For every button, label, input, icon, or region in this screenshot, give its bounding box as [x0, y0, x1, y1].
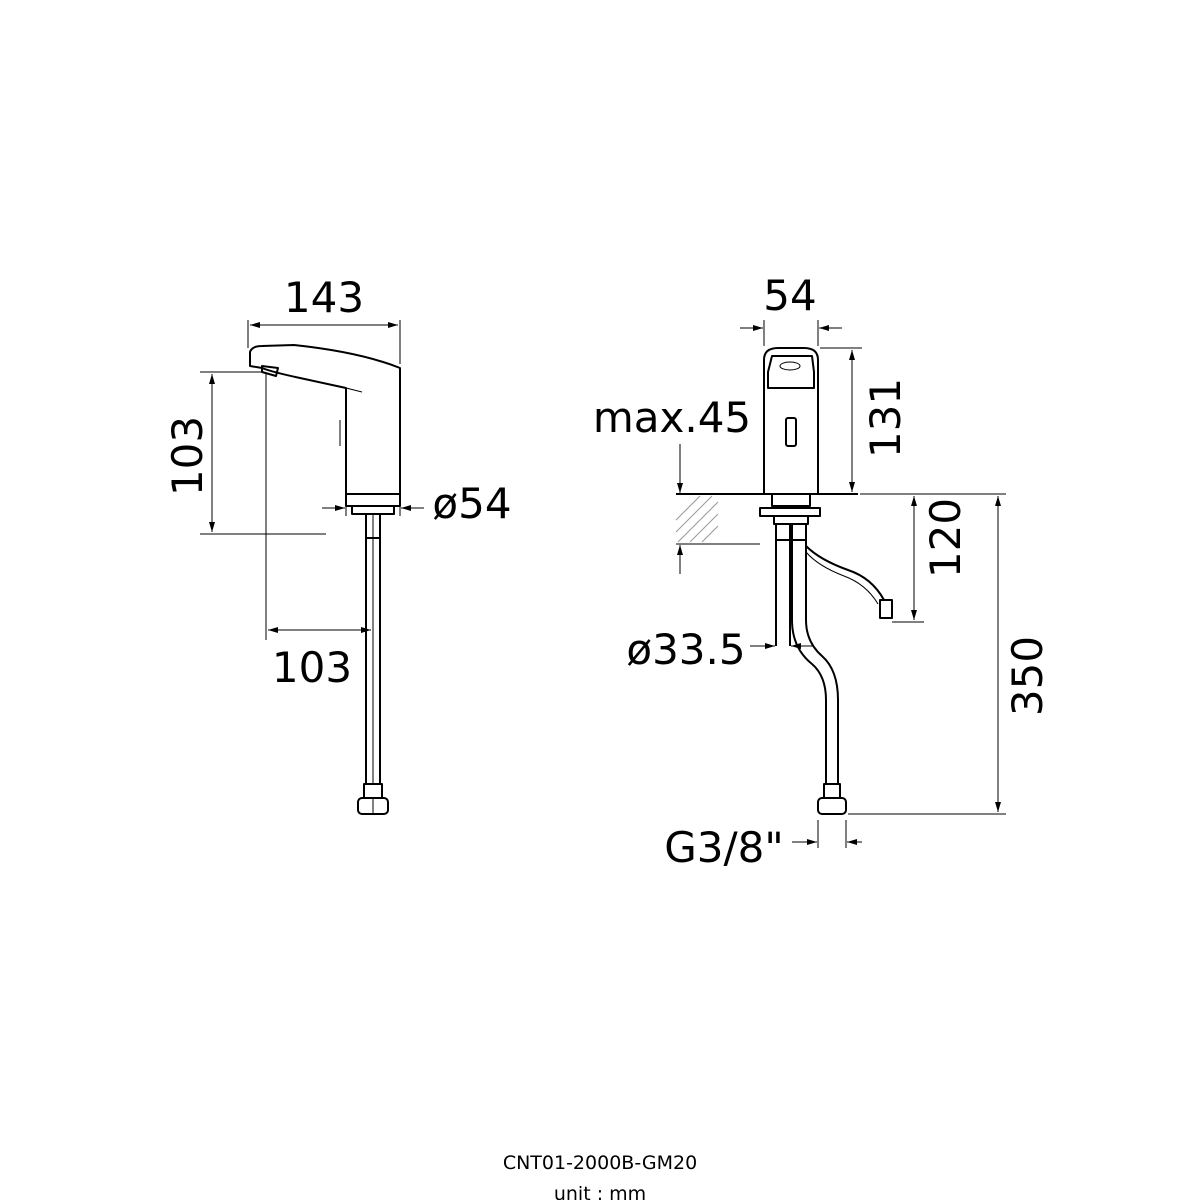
cable-connector	[879, 599, 893, 619]
front-hose-inner	[791, 540, 827, 784]
sensor-cable	[805, 545, 885, 601]
dim-side-base-diameter: ø54	[432, 479, 511, 528]
dim-side-width: 143	[284, 273, 364, 322]
dim-side-reach: 103	[272, 643, 352, 692]
model-number: CNT01-2000B-GM20	[502, 1152, 698, 1174]
front-hose-outer	[805, 540, 839, 784]
mounting-plate	[759, 507, 821, 517]
side-view: 143 103 103 ø54	[163, 273, 512, 815]
dim-thread: G3/8"	[664, 823, 783, 872]
dim-shank-diameter: ø33.5	[626, 625, 745, 674]
dim-front-height: 131	[861, 378, 910, 458]
unit-label: unit : mm	[553, 1183, 647, 1200]
front-spout-head	[767, 355, 815, 389]
dim-total-length: 350	[1003, 636, 1052, 716]
side-base-collar	[345, 493, 401, 507]
side-faucet-body	[249, 344, 401, 495]
side-aerator	[261, 365, 279, 377]
front-faucet-body	[763, 347, 819, 495]
dim-counter-max: max.45	[593, 393, 751, 442]
countertop-hatch	[675, 495, 719, 543]
front-view: 54 131 max.45 120 ø33.5 350 G3/8"	[593, 271, 1052, 872]
side-base-ring	[351, 505, 395, 515]
dim-side-height: 103	[163, 416, 212, 496]
sensor-window	[785, 417, 797, 447]
dim-front-width: 54	[763, 271, 816, 320]
dim-shank-length: 120	[921, 498, 970, 578]
